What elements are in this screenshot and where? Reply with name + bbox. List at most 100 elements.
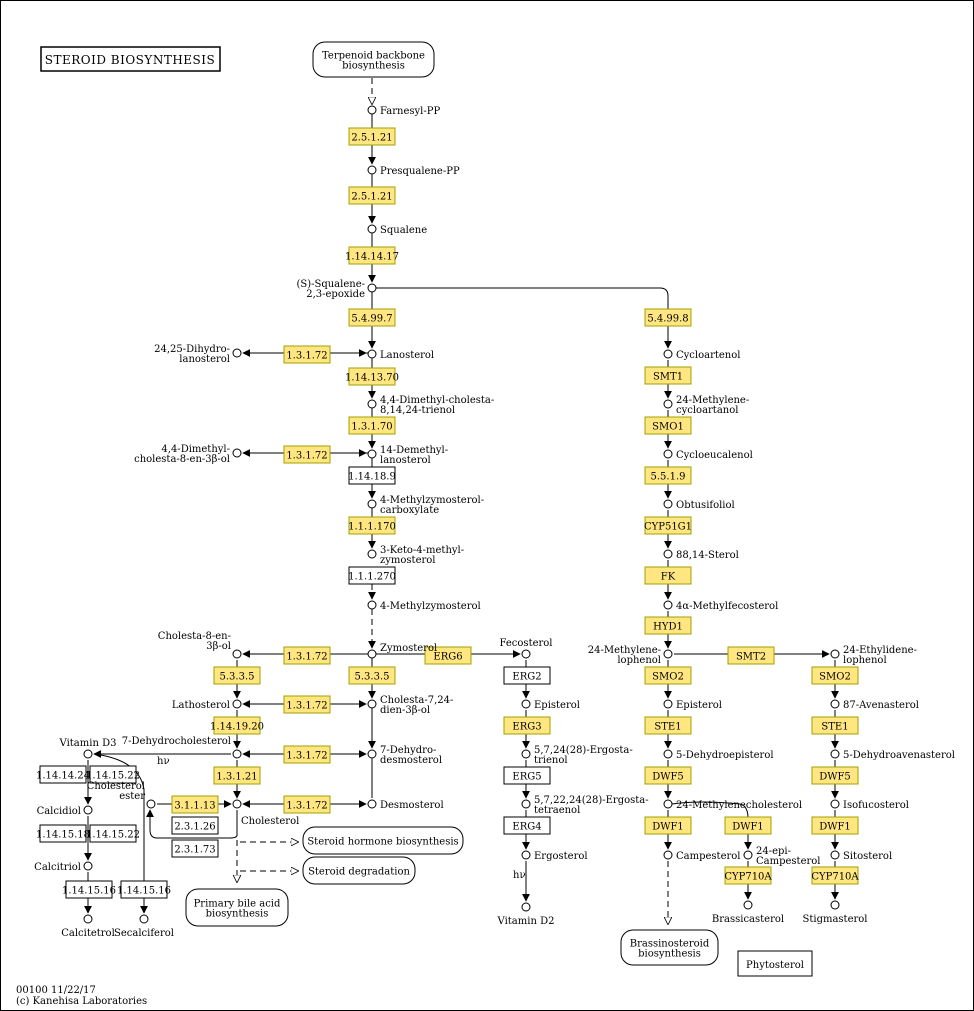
- enzyme-ste1-b[interactable]: STE1: [811, 716, 859, 735]
- enzyme-smt2[interactable]: SMT2: [727, 646, 775, 665]
- compound-methylenecycloartanol[interactable]: 24-Methylene-cycloartanol: [663, 395, 749, 416]
- compound-dehydrocholesterol[interactable]: 7-Dehydrocholesterol: [122, 736, 242, 759]
- compound-dimethylcholesta-trienol[interactable]: 4,4-Dimethyl-cholesta-8,14,24-trienol: [367, 395, 494, 416]
- compound-methylfecosterol[interactable]: 4α-Methylfecosterol: [663, 600, 778, 612]
- enzyme-e1-14-15-16-b[interactable]: 1.14.15.16: [117, 880, 171, 899]
- enzyme-e1-14-15-16-a[interactable]: 1.14.15.16: [62, 880, 116, 899]
- enzyme-e5-3-3-5-a[interactable]: 5.3.3.5: [213, 666, 261, 685]
- compound-episterol[interactable]: Episterol: [521, 699, 580, 711]
- compound-dehydroepisterol[interactable]: 5-Dehydroepisterol: [663, 749, 774, 761]
- enzyme-e1-3-1-21[interactable]: 1.3.1.21: [213, 766, 261, 785]
- enzyme-erg4[interactable]: ERG4: [503, 816, 551, 835]
- enzyme-e1-3-1-70[interactable]: 1.3.1.70: [348, 416, 396, 435]
- compound-methylzymosterol[interactable]: 4-Methylzymosterol: [367, 600, 481, 612]
- enzyme-dwf1-a[interactable]: DWF1: [644, 816, 692, 835]
- compound-epicampesterol[interactable]: 24-epi-Campesterol: [743, 846, 820, 867]
- enzyme-e1-14-15-22-a[interactable]: 1.14.15.22: [86, 765, 140, 784]
- enzyme-e1-14-13-70[interactable]: 1.14.13.70: [345, 367, 399, 386]
- compound-zymosterol[interactable]: Zymosterol: [367, 643, 437, 659]
- compound-sterol-8814[interactable]: 88,14-Sterol: [663, 549, 739, 561]
- enzyme-e1-1-1-170[interactable]: 1.1.1.170: [348, 516, 396, 535]
- compound-isofucosterol[interactable]: Isofucosterol: [830, 799, 909, 811]
- compound-stigmasterol[interactable]: Stigmasterol: [803, 900, 868, 925]
- compound-farnesyl-pp[interactable]: Farnesyl-PP: [367, 105, 440, 117]
- compound-calcitetrol[interactable]: Calcitetrol: [61, 914, 115, 939]
- compound-methylenecholesterol[interactable]: 24-Methylenecholesterol: [663, 799, 802, 811]
- compound-obtusifoliol[interactable]: Obtusifoliol: [663, 499, 735, 511]
- enzyme-e2-5-1-21-b[interactable]: 2.5.1.21: [348, 186, 396, 205]
- enzyme-e2-5-1-21-a[interactable]: 2.5.1.21: [348, 127, 396, 146]
- compound-secalciferol[interactable]: Secalciferol: [114, 914, 174, 939]
- enzyme-e1-3-1-72-d[interactable]: 1.3.1.72: [283, 695, 331, 714]
- enzyme-e1-3-1-72-e[interactable]: 1.3.1.72: [283, 745, 331, 764]
- compound-cycloeucalenol[interactable]: Cycloeucalenol: [663, 449, 753, 461]
- enzyme-ste1-a[interactable]: STE1: [644, 716, 692, 735]
- compound-cholesta724dienol[interactable]: Cholesta-7,24-dien-3β-ol: [367, 695, 453, 716]
- compound-cholesta8enol[interactable]: Cholesta-8-en-3β-ol: [158, 631, 242, 659]
- compound-keto-methyl-zymosterol[interactable]: 3-Keto-4-methyl-zymosterol: [367, 545, 464, 566]
- enzyme-cyp710a-a[interactable]: CYP710A: [724, 866, 772, 885]
- enzyme-e2-3-1-26[interactable]: 2.3.1.26: [171, 816, 219, 835]
- enzyme-e1-14-15-18[interactable]: 1.14.15.18: [36, 824, 90, 843]
- map-link-steroid-degradation[interactable]: Steroid degradation: [302, 856, 416, 885]
- compound-dehydroavenasterol[interactable]: 5-Dehydroavenasterol: [830, 749, 955, 761]
- compound-dihydrolanosterol[interactable]: 24,25-Dihydro-lanosterol: [154, 344, 242, 365]
- enzyme-cyp710a-b[interactable]: CYP710A: [811, 866, 859, 885]
- compound-sitosterol[interactable]: Sitosterol: [830, 850, 892, 862]
- enzyme-smt1[interactable]: SMT1: [644, 366, 692, 385]
- enzyme-cyp51g1[interactable]: CYP51G1: [644, 516, 692, 535]
- compound-methylzymosterol-carboxylate[interactable]: 4-Methylzymosterol-carboxylate: [367, 495, 484, 516]
- enzyme-erg6[interactable]: ERG6: [424, 646, 472, 665]
- compound-ergostatetraenol[interactable]: 5,7,22,24(28)-Ergosta-tetraenol: [521, 795, 649, 816]
- enzyme-erg2[interactable]: ERG2: [503, 666, 551, 685]
- enzyme-e3-1-1-13[interactable]: 3.1.1.13: [171, 795, 219, 814]
- enzyme-e5-5-1-9[interactable]: 5.5.1.9: [644, 466, 692, 485]
- enzyme-dwf5-b[interactable]: DWF5: [811, 766, 859, 785]
- enzyme-e5-4-99-8[interactable]: 5.4.99.8: [644, 308, 692, 327]
- enzyme-erg3[interactable]: ERG3: [503, 716, 551, 735]
- compound-fecosterol[interactable]: Fecosterol: [500, 638, 553, 659]
- enzyme-e1-14-18-9[interactable]: 1.14.18.9: [348, 466, 396, 485]
- compound-ergostatrienol[interactable]: 5,7,24(28)-Ergosta-trienol: [521, 745, 633, 766]
- enzyme-fk[interactable]: FK: [644, 566, 692, 585]
- compound-dimethylcholestenol[interactable]: 4,4-Dimethyl-cholesta-8-en-3β-ol: [134, 444, 242, 465]
- compound-squalene[interactable]: Squalene: [367, 224, 427, 236]
- compound-lathosterol[interactable]: Lathosterol: [172, 699, 242, 711]
- compound-avenasterol[interactable]: 87-Avenasterol: [830, 699, 919, 711]
- compound-ethylidenelophenol[interactable]: 24-Ethylidene-lophenol: [830, 645, 917, 666]
- enzyme-e5-4-99-7[interactable]: 5.4.99.7: [348, 308, 396, 327]
- compound-campesterol[interactable]: Campesterol: [663, 850, 740, 862]
- compound-demethyllanosterol[interactable]: 14-Demethyl-lanosterol: [367, 445, 448, 466]
- enzyme-dwf1-b[interactable]: DWF1: [724, 816, 772, 835]
- enzyme-e1-1-1-270[interactable]: 1.1.1.270: [348, 566, 396, 585]
- enzyme-e1-3-1-72-f[interactable]: 1.3.1.72: [283, 795, 331, 814]
- compound-methylenelophenol[interactable]: 24-Methylene-lophenol: [588, 645, 673, 666]
- compound-calcidiol[interactable]: Calcidiol: [37, 805, 93, 817]
- compound-vitamin-d3[interactable]: Vitamin D3: [59, 738, 117, 759]
- compound-brassicasterol[interactable]: Brassicasterol: [712, 900, 784, 925]
- enzyme-e1-3-1-72-c[interactable]: 1.3.1.72: [283, 646, 331, 665]
- enzyme-dwf1-c[interactable]: DWF1: [811, 816, 859, 835]
- enzyme-dwf5-a[interactable]: DWF5: [644, 766, 692, 785]
- enzyme-e1-14-14-24[interactable]: 1.14.14.24: [36, 765, 90, 784]
- compound-cycloartenol[interactable]: Cycloartenol: [663, 349, 740, 361]
- enzyme-erg5[interactable]: ERG5: [503, 766, 551, 785]
- enzyme-e1-3-1-72-b[interactable]: 1.3.1.72: [283, 445, 331, 464]
- compound-desmosterol[interactable]: Desmosterol: [367, 799, 444, 811]
- enzyme-e1-14-14-17[interactable]: 1.14.14.17: [345, 246, 399, 265]
- enzyme-e1-14-19-20[interactable]: 1.14.19.20: [210, 716, 264, 735]
- enzyme-e2-3-1-73[interactable]: 2.3.1.73: [171, 839, 219, 858]
- compound-vitamin-d2[interactable]: Vitamin D2: [497, 902, 555, 927]
- compound-calcitriol[interactable]: Calcitriol: [34, 861, 93, 873]
- compound-dehydrodesmosterol[interactable]: 7-Dehydro-desmosterol: [367, 745, 442, 766]
- compound-ergosterol[interactable]: Ergosterol: [521, 850, 588, 862]
- enzyme-smo2-b[interactable]: SMO2: [811, 666, 859, 685]
- compound-cholesterol[interactable]: Cholesterol: [232, 799, 299, 827]
- compound-episterol-plant[interactable]: Episterol: [663, 699, 722, 711]
- enzyme-e1-14-15-22-b[interactable]: 1.14.15.22: [86, 824, 140, 843]
- enzyme-e1-3-1-72-a[interactable]: 1.3.1.72: [283, 345, 331, 364]
